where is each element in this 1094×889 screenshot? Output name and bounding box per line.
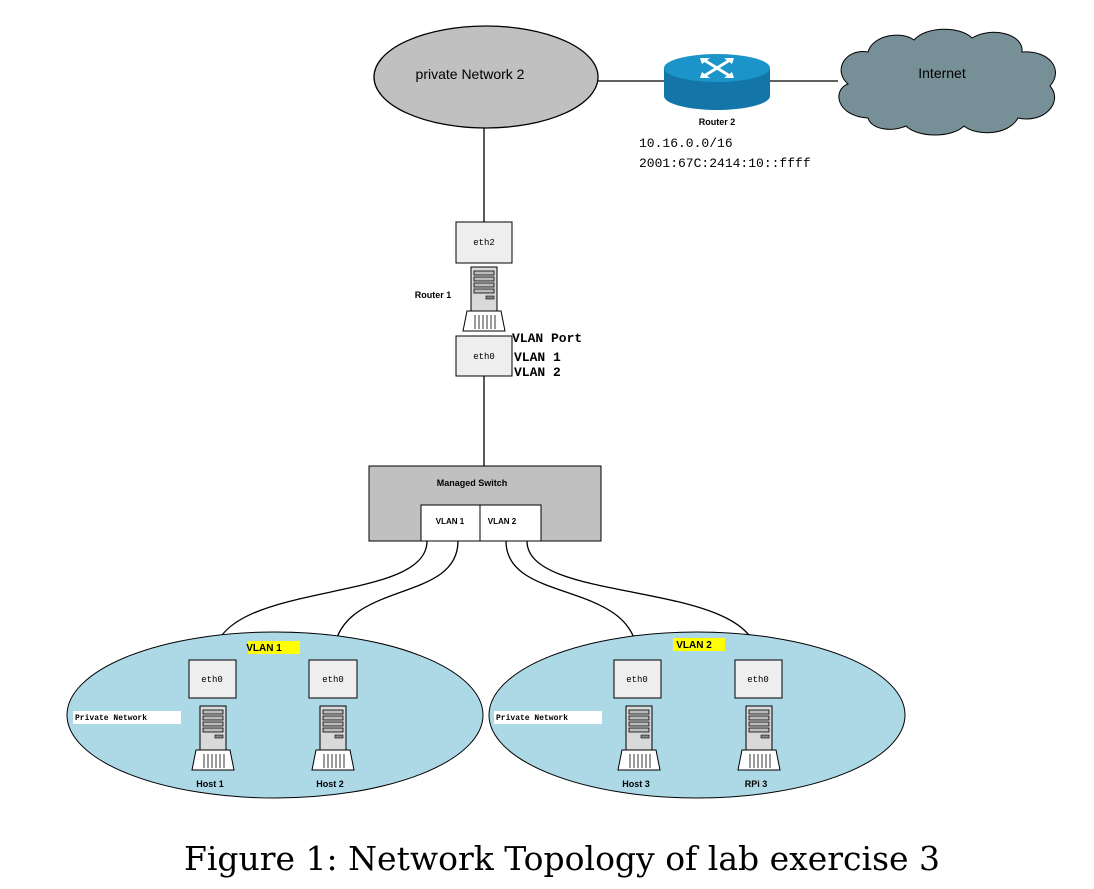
vlan-port-label: VLAN Port xyxy=(512,331,582,346)
router-2-subnet-v4: 10.16.0.0/16 xyxy=(639,136,733,151)
figure-caption: Figure 1: Network Topology of lab exerci… xyxy=(184,839,940,878)
rpi-3-eth0-label: eth0 xyxy=(747,675,769,685)
switch-port-vlan-1-label: VLAN 1 xyxy=(436,517,465,526)
eth2-label: eth2 xyxy=(473,238,495,248)
private-network-label-2: Private Network xyxy=(496,714,568,723)
router-1-label: Router 1 xyxy=(415,290,452,300)
private-network-vlan-1: VLAN 1 Private Network eth0 Host 1 eth0 … xyxy=(66,631,484,799)
vlan-1-tag: VLAN 1 xyxy=(514,350,561,365)
host-3-eth0-port xyxy=(613,659,662,699)
router-1-eth2-port: eth2 xyxy=(455,221,513,264)
private-network-2-node: private Network 2 xyxy=(373,25,599,129)
eth0-label: eth0 xyxy=(473,352,495,362)
rpi-3-eth0-port xyxy=(734,659,783,699)
router-2-icon xyxy=(664,54,770,110)
switch-port-vlan-2-label: VLAN 2 xyxy=(488,517,517,526)
managed-switch-label: Managed Switch xyxy=(437,478,508,488)
host-2-eth0-port xyxy=(308,659,358,699)
host-2-eth0-label: eth0 xyxy=(322,675,344,685)
vlan-2-label: VLAN 2 xyxy=(676,640,712,651)
host-1-eth0-port xyxy=(188,659,237,699)
vlan-1-highlight xyxy=(248,641,300,654)
vlan-2-highlight xyxy=(673,638,725,651)
router-1-server-icon xyxy=(462,266,506,332)
private-network-label: Private Network xyxy=(75,714,147,723)
vlan-1-label: VLAN 1 xyxy=(246,643,282,654)
private-network-2-label: private Network 2 xyxy=(416,66,525,82)
rpi-3-label: RPi 3 xyxy=(745,779,768,789)
router-2-subnet-v6: 2001:67C:2414:10::ffff xyxy=(639,156,811,171)
connection-lines xyxy=(212,80,838,661)
private-network-vlan-2: VLAN 2 Private Network eth0 Host 3 eth0 … xyxy=(488,631,906,799)
host-3-eth0-label: eth0 xyxy=(626,675,648,685)
switch-port-vlan-2 xyxy=(479,504,542,542)
host-3-label: Host 3 xyxy=(622,779,650,789)
host-1-label: Host 1 xyxy=(196,779,224,789)
internet-label: Internet xyxy=(918,65,966,81)
internet-cloud-icon: Internet xyxy=(838,28,1056,136)
vlan-2-tag: VLAN 2 xyxy=(514,365,561,380)
private-network-label-bg-2 xyxy=(494,711,602,724)
host-1-eth0-label: eth0 xyxy=(201,675,223,685)
private-network-label-bg xyxy=(73,711,181,724)
router-2-label: Router 2 xyxy=(699,117,736,127)
managed-switch: Managed Switch VLAN 1 VLAN 2 xyxy=(368,465,602,542)
host-2-label: Host 2 xyxy=(316,779,344,789)
router-1-eth0-port: eth0 xyxy=(455,335,513,377)
